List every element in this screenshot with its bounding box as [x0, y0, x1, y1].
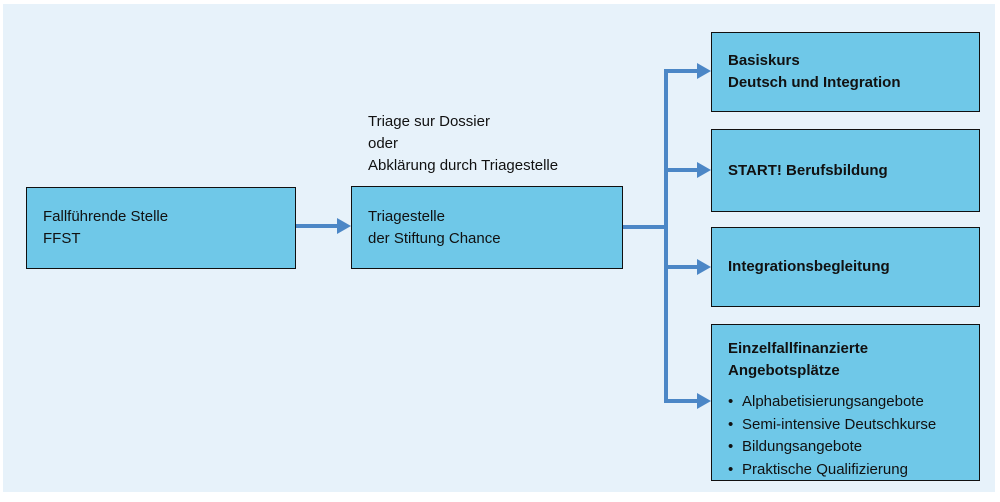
node-label-line: START! Berufsbildung — [728, 161, 888, 179]
bullet-item: Bildungsangebote — [728, 436, 971, 459]
arrowhead-icon — [697, 63, 711, 79]
connector-branch-integrationsbegleitung — [666, 265, 698, 269]
annotation-line: Abklärung durch Triagestelle — [368, 157, 559, 174]
einzelfall-bullet-list: Alphabetisierungsangebote Semi-intensive… — [728, 391, 971, 481]
arrowhead-icon — [337, 218, 351, 234]
arrowhead-icon — [697, 259, 711, 275]
connector-branch-basiskurs — [666, 69, 698, 73]
annotation-line: Triage sur Dossier — [368, 113, 490, 130]
node-einzelfallfinanzierte-angebotsplaetze: Einzelfallfinanzierte Angebotsplätze Alp… — [711, 324, 980, 481]
node-fallfuehrende-stelle: Fallführende Stelle FFST — [26, 187, 296, 269]
node-label-line: Deutsch und Integration — [728, 74, 901, 91]
arrowhead-icon — [697, 162, 711, 178]
node-triagestelle: Triagestelle der Stiftung Chance — [351, 186, 623, 269]
arrowhead-icon — [697, 393, 711, 409]
bullet-item: Praktische Qualifizierung — [728, 459, 971, 482]
node-basiskurs: Basiskurs Deutsch und Integration — [711, 32, 980, 112]
connector-branch-start — [666, 168, 698, 172]
bullet-item: Alphabetisierungsangebote — [728, 391, 971, 414]
triage-annotation: Triage sur Dossier oder Abklärung durch … — [368, 111, 558, 177]
connector-ffst-to-triagestelle — [296, 224, 338, 228]
node-label-line: Basiskurs — [728, 52, 800, 69]
node-label-line: Fallführende Stelle — [43, 208, 169, 225]
node-integrationsbegleitung: Integrationsbegleitung — [711, 227, 980, 307]
node-label-line: Triagestelle — [368, 207, 445, 225]
node-label-line: der Stiftung Chance — [368, 229, 501, 247]
connector-trunk — [664, 69, 668, 403]
node-label-line: FFST — [43, 230, 81, 247]
connector-triagestelle-to-trunk — [623, 225, 668, 229]
connector-branch-einzelfall — [666, 399, 698, 403]
node-label-line: Integrationsbegleitung — [728, 258, 890, 275]
diagram-background: Triage sur Dossier oder Abklärung durch … — [3, 4, 995, 492]
node-title-line: Einzelfallfinanzierte — [728, 340, 869, 357]
node-title-line: Angebotsplätze — [728, 362, 840, 379]
node-start-berufsbildung: START! Berufsbildung — [711, 129, 980, 212]
bullet-item: Semi-intensive Deutschkurse — [728, 414, 971, 437]
annotation-line: oder — [368, 135, 399, 152]
